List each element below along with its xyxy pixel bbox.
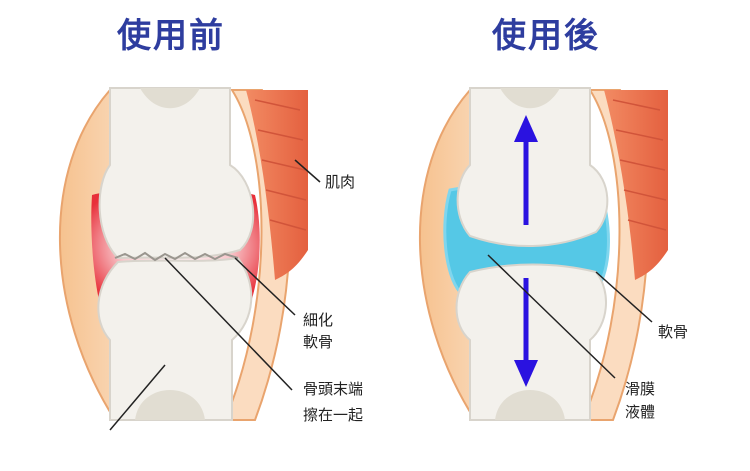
label-synovial-line1: 滑膜 (625, 380, 656, 398)
arrow-down-icon (514, 360, 538, 387)
title-after-use: 使用後 (492, 16, 600, 56)
label-muscle: 肌肉 (325, 173, 356, 191)
rough-contact-line (114, 251, 239, 262)
label-bone-ends-line1: 骨頭末端 (303, 380, 364, 398)
joint-before (59, 87, 321, 431)
lower-bone-after (455, 263, 607, 421)
title-before-use: 使用前 (117, 16, 225, 56)
label-bone-ends-line2: 擦在一起 (303, 406, 364, 424)
label-synovial-line2: 液體 (625, 403, 656, 421)
label-thinned-line2: 軟骨 (303, 333, 334, 351)
arrow-up-icon (514, 115, 538, 142)
upper-bone-after (456, 87, 609, 247)
label-thinned-line1: 細化 (303, 311, 334, 329)
label-cartilage: 軟骨 (658, 323, 689, 341)
lower-bone-before (97, 256, 253, 421)
muscle-right-joint (604, 90, 668, 280)
upper-bone-before (98, 87, 255, 260)
joint-after (419, 87, 668, 421)
